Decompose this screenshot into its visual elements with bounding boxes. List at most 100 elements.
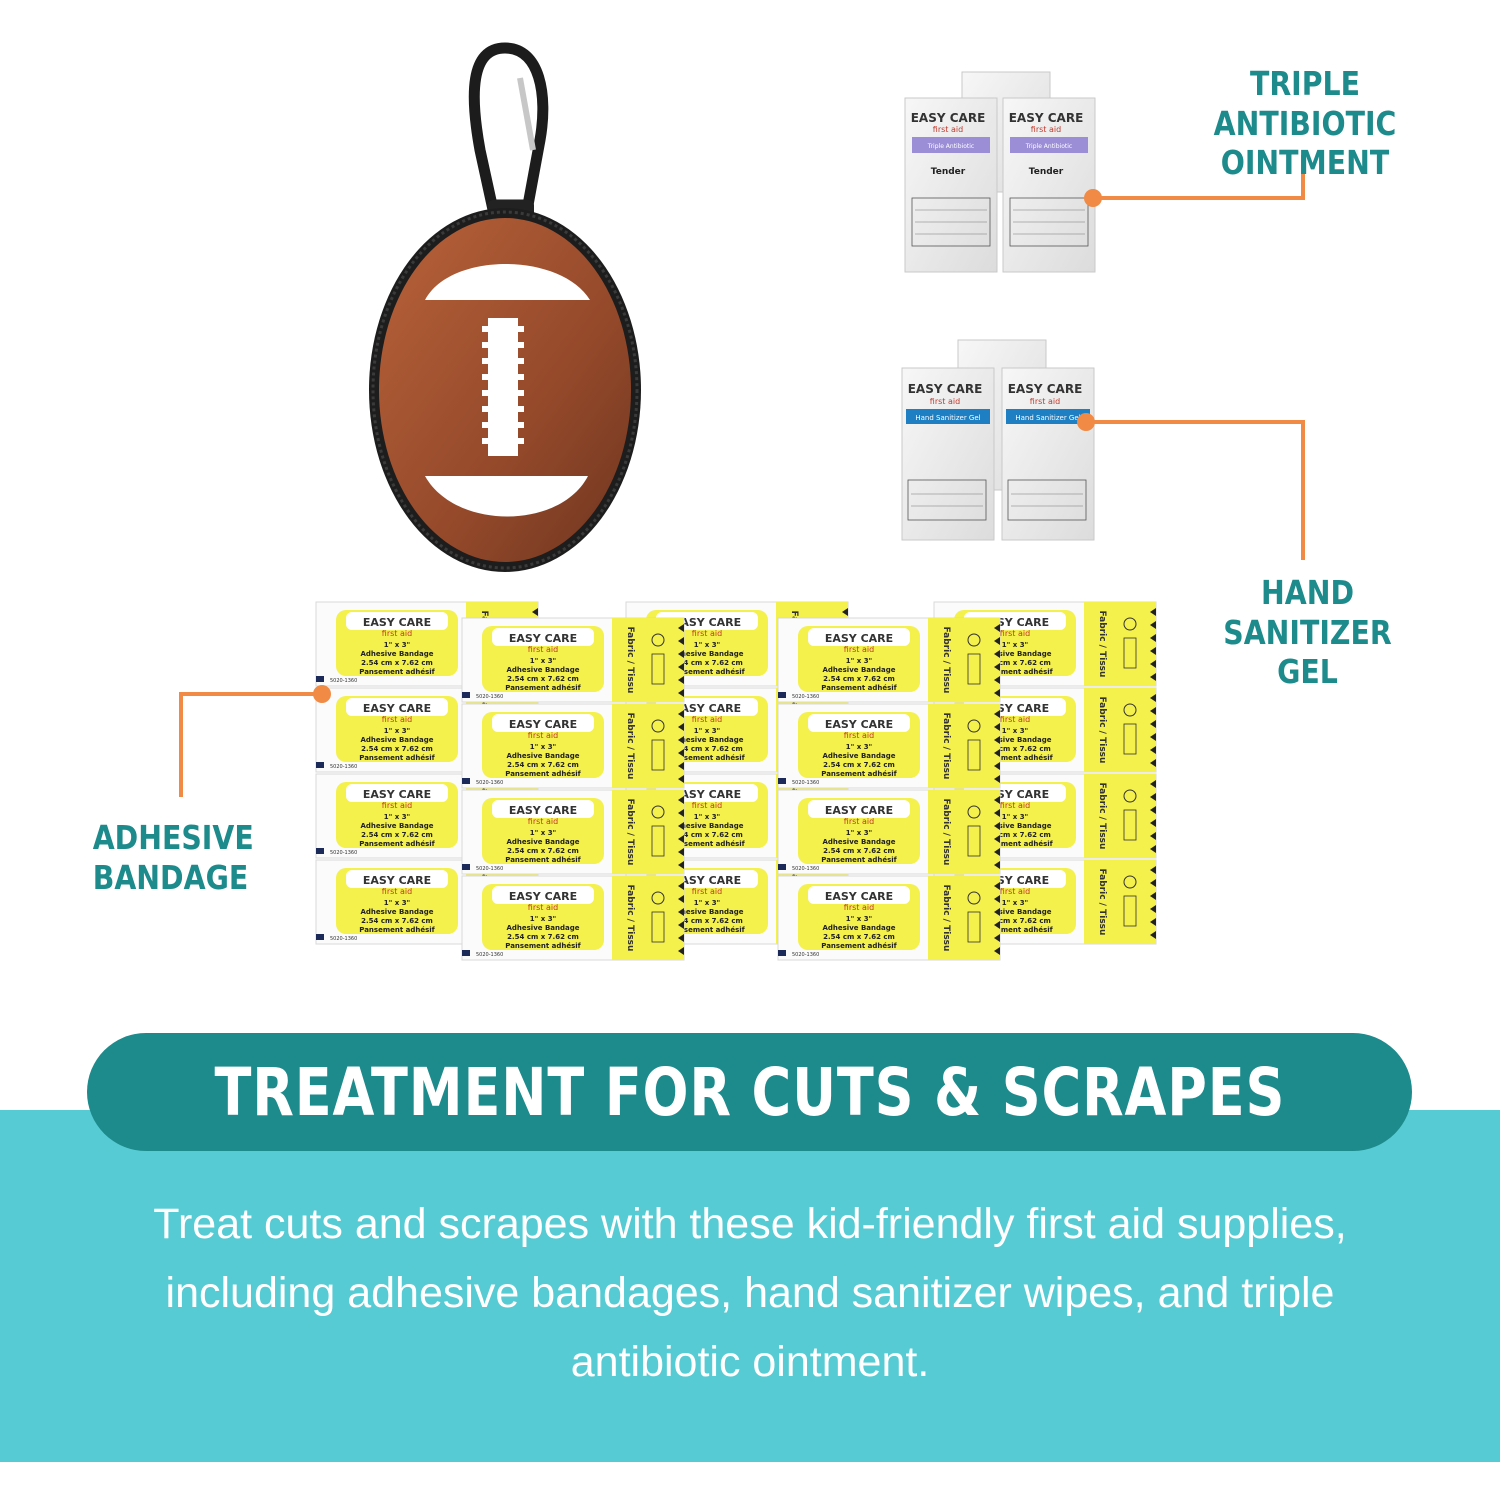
bandage-material-text: Fabric / Tissu <box>1097 697 1107 764</box>
bandage-brand-sub-text: first aid <box>528 645 558 654</box>
bandage-brand-sub-text: first aid <box>1000 801 1030 810</box>
bandage-label-line-1: ADHESIVE <box>92 818 254 857</box>
bandage-size-text: 1" x 3" <box>846 657 872 665</box>
bandage-name-text: Adhesive Bandage <box>978 822 1051 830</box>
bandage-metric-text: 2.54 cm x 7.62 cm <box>507 847 579 855</box>
bandage-fr-text: Pansement adhésif <box>669 926 745 934</box>
bandage-brand-sub-text: first aid <box>1000 887 1030 896</box>
svg-text:EASY CARE: EASY CARE <box>1008 382 1083 396</box>
bandage-brand-sub-text: first aid <box>528 817 558 826</box>
bandage-size-text: 1" x 3" <box>694 899 720 907</box>
sanitizer-packets: EASY CARE first aid Hand Sanitizer Gel E… <box>901 339 1095 541</box>
bandage-fr-text: Pansement adhésif <box>359 840 435 848</box>
bandage-brand-text: EASY CARE <box>825 804 893 817</box>
bandage-size-text: 1" x 3" <box>384 813 410 821</box>
bandage-brand-sub-text: first aid <box>692 715 722 724</box>
bandage-brand-text: EASY CARE <box>825 632 893 645</box>
svg-text:Tender: Tender <box>931 167 966 177</box>
bandage-metric-text: 2.54 cm x 7.62 cm <box>823 933 895 941</box>
bandage-material-text: Fabric / Tissu <box>941 885 951 952</box>
svg-text:EASY CARE: EASY CARE <box>1009 111 1084 125</box>
svg-text:Tender: Tender <box>1029 167 1064 177</box>
svg-text:first aid: first aid <box>933 125 963 134</box>
bandage-metric-text: 2.54 cm x 7.62 cm <box>823 847 895 855</box>
bandage-code-text: 5020-1360 <box>476 780 503 786</box>
bandage-metric-text: 2.54 cm x 7.62 cm <box>671 831 743 839</box>
bandage-size-text: 1" x 3" <box>846 915 872 923</box>
bandage-brand-text: EASY CARE <box>363 702 431 715</box>
bandage-code-text: 5020-1360 <box>792 866 819 872</box>
bandage-brand-text: EASY CARE <box>825 890 893 903</box>
bandage-material-text: Fabric / Tissu <box>625 713 635 780</box>
bandage-name-text: Adhesive Bandage <box>822 924 895 932</box>
svg-text:EASY CARE: EASY CARE <box>911 111 986 125</box>
bandage-name-text: Adhesive Bandage <box>978 650 1051 658</box>
bandage-metric-text: 2.54 cm x 7.62 cm <box>671 745 743 753</box>
bandage-size-text: 1" x 3" <box>384 641 410 649</box>
carabiner-clip <box>468 42 549 228</box>
bandage-name-text: Adhesive Bandage <box>360 822 433 830</box>
info-band <box>0 1110 1500 1462</box>
bandage-size-text: 1" x 3" <box>694 727 720 735</box>
bandage-brand-text: EASY CARE <box>673 616 741 629</box>
bandage-metric-text: 2.54 cm x 7.62 cm <box>507 933 579 941</box>
svg-text:first aid: first aid <box>1031 125 1061 134</box>
svg-text:Triple Antibiotic: Triple Antibiotic <box>927 143 974 150</box>
bandage-brand-sub-text: first aid <box>382 801 412 810</box>
bandage-brand-text: EASY CARE <box>673 788 741 801</box>
bandage-name-text: Adhesive Bandage <box>670 908 743 916</box>
bandage-brand-text: EASY CARE <box>825 718 893 731</box>
bandage-metric-text: 2.54 cm x 7.62 cm <box>979 745 1051 753</box>
bandage-name-text: Adhesive Bandage <box>978 908 1051 916</box>
bandage-fr-text: Pansement adhésif <box>821 770 897 778</box>
title-banner: TREATMENT FOR CUTS & SCRAPES <box>87 1033 1412 1151</box>
bandage-size-text: 1" x 3" <box>384 899 410 907</box>
bandage-size-text: 1" x 3" <box>846 743 872 751</box>
svg-text:EASY CARE: EASY CARE <box>908 382 983 396</box>
bandage-size-text: 1" x 3" <box>530 829 556 837</box>
bandage-brand-text: EASY CARE <box>509 890 577 903</box>
bandage-code-text: 5020-1360 <box>476 866 503 872</box>
bandage-metric-text: 2.54 cm x 7.62 cm <box>507 675 579 683</box>
ointment-packets: EASY CARE first aid Triple Antibiotic Te… <box>904 71 1096 273</box>
bandage-metric-text: 2.54 cm x 7.62 cm <box>361 831 433 839</box>
bandage-material-text: Fabric / Tissu <box>625 885 635 952</box>
ointment-label-line-1: TRIPLE ANTIBIOTIC <box>1213 64 1397 143</box>
bandage-fr-text: Pansement adhésif <box>505 770 581 778</box>
bandage-material-text: Fabric / Tissu <box>1097 869 1107 936</box>
bandage-name-text: Adhesive Bandage <box>506 838 579 846</box>
football-case <box>369 208 641 572</box>
bandage-fr-text: Pansement adhésif <box>505 942 581 950</box>
bandage-metric-text: 2.54 cm x 7.62 cm <box>979 831 1051 839</box>
bandage-name-text: Adhesive Bandage <box>670 822 743 830</box>
bandage-material-text: Fabric / Tissu <box>941 627 951 694</box>
bandage-size-text: 1" x 3" <box>1002 641 1028 649</box>
bandage-brand-sub-text: first aid <box>382 629 412 638</box>
bandage-brand-text: EASY CARE <box>673 702 741 715</box>
bandage-name-text: Adhesive Bandage <box>670 650 743 658</box>
bandage-name-text: Adhesive Bandage <box>670 736 743 744</box>
bandage-fr-text: Pansement adhésif <box>821 942 897 950</box>
bandage-brand-text: EASY CARE <box>673 874 741 887</box>
bandage-name-text: Adhesive Bandage <box>360 908 433 916</box>
sanitizer-label-line-2: SANITIZER <box>1223 612 1392 652</box>
bandage-metric-text: 2.54 cm x 7.62 cm <box>671 659 743 667</box>
sanitizer-packet-right: EASY CARE first aid Hand Sanitizer Gel <box>1001 367 1095 541</box>
bandage-fr-text: Pansement adhésif <box>669 668 745 676</box>
bandage-brand-text: EASY CARE <box>509 718 577 731</box>
bandage-code-text: 5020-1360 <box>476 694 503 700</box>
bandage-metric-text: 2.54 cm x 7.62 cm <box>361 917 433 925</box>
bandage-fr-text: Pansement adhésif <box>669 840 745 848</box>
bandage-size-text: 1" x 3" <box>1002 899 1028 907</box>
ointment-packet-right: EASY CARE first aid Triple Antibiotic Te… <box>1002 97 1096 273</box>
bandage-brand-text: EASY CARE <box>509 632 577 645</box>
bandage-fr-text: Pansement adhésif <box>977 754 1053 762</box>
banner-title: TREATMENT FOR CUTS & SCRAPES <box>214 1053 1285 1131</box>
bandage-brand-sub-text: first aid <box>528 903 558 912</box>
bandage-metric-text: 2.54 cm x 7.62 cm <box>507 761 579 769</box>
svg-text:Hand Sanitizer Gel: Hand Sanitizer Gel <box>1015 414 1080 422</box>
